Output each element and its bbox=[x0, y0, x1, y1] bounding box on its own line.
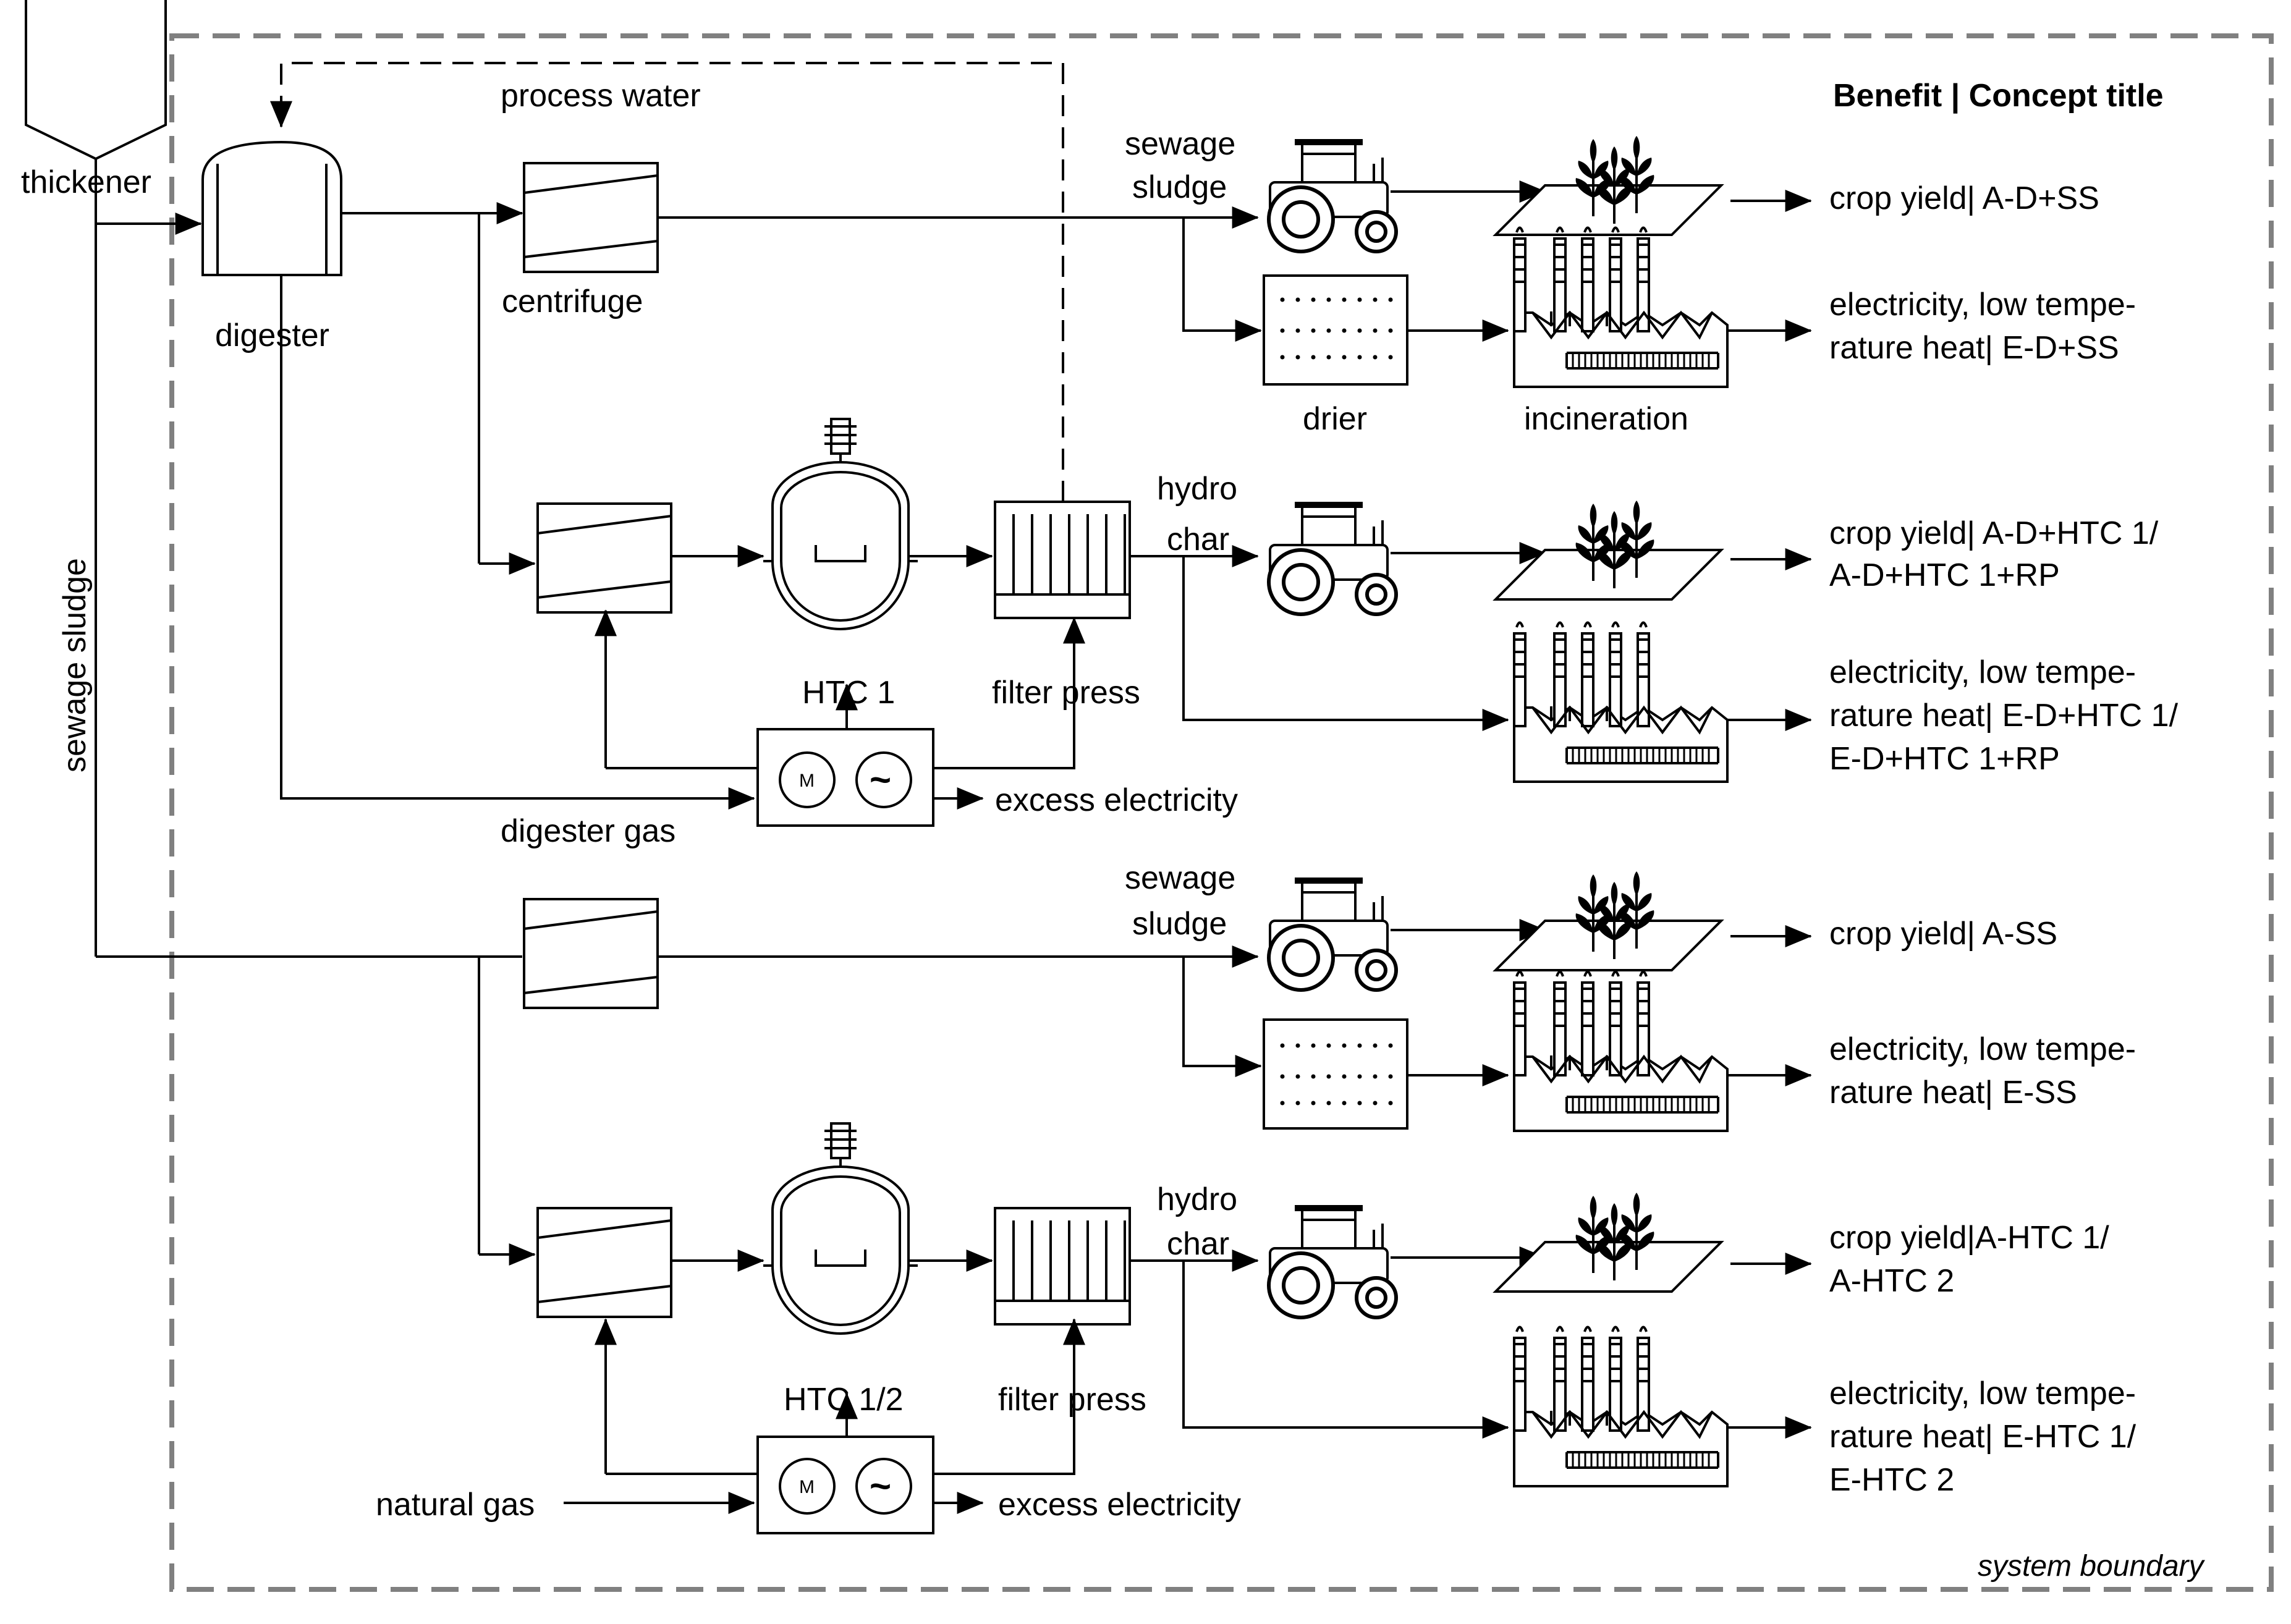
htc-reactor-icon bbox=[762, 418, 919, 630]
sewage-sludge-top-label-2: sludge bbox=[1132, 169, 1227, 205]
outcome-4-line-2: rature heat| E-D+HTC 1/ bbox=[1829, 698, 2179, 734]
centrifuge-label: centrifuge bbox=[502, 284, 643, 319]
process-water-label: process water bbox=[501, 78, 701, 114]
outcome-3-line-1: crop yield| A-D+HTC 1/ bbox=[1829, 515, 2159, 551]
filter-press-bottom-label: filter press bbox=[998, 1382, 1146, 1418]
chp-motor-glyph: M bbox=[799, 1477, 815, 1497]
system-boundary-label: system boundary bbox=[1978, 1550, 2206, 1583]
incineration-plant-icon bbox=[1514, 1327, 1727, 1487]
incineration-plant-icon bbox=[1514, 623, 1727, 782]
htc12-label: HTC 1/2 bbox=[784, 1382, 904, 1418]
hydrochar-top-label-1: hydro bbox=[1157, 471, 1237, 507]
outcome-7: crop yield|A-HTC 1/ A-HTC 2 bbox=[1829, 1220, 2109, 1299]
outcome-8-line-1: electricity, low tempe- bbox=[1829, 1376, 2136, 1411]
incineration-plant-icon bbox=[1514, 228, 1727, 387]
outcome-8-line-2: rature heat| E-HTC 1/ bbox=[1829, 1419, 2136, 1455]
hydrochar-bottom-label-1: hydro bbox=[1157, 1182, 1237, 1217]
tractor-icon bbox=[1269, 1205, 1396, 1317]
outcome-4-line-3: E-D+HTC 1+RP bbox=[1829, 741, 2060, 777]
outcome-7-line-1: crop yield|A-HTC 1/ bbox=[1829, 1220, 2109, 1256]
drier-icon bbox=[1263, 274, 1408, 386]
outcome-6: electricity, low tempe- rature heat| E-S… bbox=[1829, 1031, 2136, 1110]
natural-gas-label: natural gas bbox=[376, 1487, 535, 1523]
outcome-2-line-2: rature heat| E-D+SS bbox=[1829, 330, 2119, 366]
sewage-sludge-top-label-1: sewage bbox=[1125, 126, 1235, 162]
outcome-8-line-3: E-HTC 2 bbox=[1829, 1462, 1954, 1498]
tractor-icon bbox=[1269, 502, 1396, 614]
outcome-1-line-1: crop yield| A-D+SS bbox=[1829, 180, 2099, 216]
chp-generator-glyph: ~ bbox=[870, 759, 891, 800]
excess-electricity-bottom-label: excess electricity bbox=[998, 1487, 1241, 1523]
digester-gas-label: digester gas bbox=[501, 813, 675, 849]
crop-field-icon bbox=[1496, 136, 1721, 235]
hydrochar-bottom-label-2: char bbox=[1167, 1226, 1229, 1262]
filter-press-icon bbox=[994, 501, 1131, 619]
tractor-icon bbox=[1269, 878, 1396, 990]
drier-label: drier bbox=[1303, 401, 1367, 437]
header-title: Benefit | Concept title bbox=[1833, 78, 2164, 114]
chp-motor-glyph: M bbox=[799, 771, 815, 791]
sewage-sludge-mid-label-2: sludge bbox=[1132, 906, 1227, 942]
incineration-label: incineration bbox=[1524, 401, 1688, 437]
chp-unit-icon bbox=[756, 728, 934, 827]
outcome-5-line-1: crop yield| A-SS bbox=[1829, 916, 2057, 952]
outcome-4-line-1: electricity, low tempe- bbox=[1829, 654, 2136, 690]
thickener-label: thickener bbox=[21, 164, 151, 200]
drier-icon bbox=[1263, 1018, 1408, 1130]
centrifuge-icon bbox=[536, 502, 672, 614]
process-water-return-line bbox=[280, 62, 1064, 502]
centrifuge-icon bbox=[523, 898, 659, 1009]
digester-label: digester bbox=[215, 318, 329, 353]
hydrochar-top-label-2: char bbox=[1167, 522, 1229, 557]
centrifuge-icon bbox=[536, 1207, 672, 1318]
outcome-2-line-1: electricity, low tempe- bbox=[1829, 287, 2136, 323]
system-boundary bbox=[169, 33, 2274, 1592]
sewage-sludge-vertical-label: sewage sludge bbox=[57, 558, 93, 772]
outcome-6-line-2: rature heat| E-SS bbox=[1829, 1075, 2077, 1110]
crop-field-icon bbox=[1496, 871, 1721, 970]
outcome-5: crop yield| A-SS bbox=[1829, 916, 2057, 952]
digester bbox=[201, 140, 342, 276]
thickener bbox=[25, 0, 167, 161]
htc1-label: HTC 1 bbox=[802, 675, 895, 711]
outcome-3-line-2: A-D+HTC 1+RP bbox=[1829, 557, 2060, 593]
filter-press-top-label: filter press bbox=[992, 675, 1140, 711]
excess-electricity-top-label: excess electricity bbox=[995, 782, 1238, 818]
outcome-8: electricity, low tempe- rature heat| E-H… bbox=[1829, 1376, 2136, 1498]
outcome-4: electricity, low tempe- rature heat| E-D… bbox=[1829, 654, 2179, 777]
incineration-plant-icon bbox=[1514, 972, 1727, 1131]
outcome-2: electricity, low tempe- rature heat| E-D… bbox=[1829, 287, 2136, 366]
outcome-1: crop yield| A-D+SS bbox=[1829, 180, 2099, 216]
filter-press-icon bbox=[994, 1207, 1131, 1326]
tractor-icon bbox=[1269, 139, 1396, 252]
crop-field-icon bbox=[1496, 1193, 1721, 1292]
centrifuge-icon bbox=[523, 162, 659, 273]
outcome-6-line-1: electricity, low tempe- bbox=[1829, 1031, 2136, 1067]
crop-field-icon bbox=[1496, 501, 1721, 599]
chp-unit-icon bbox=[756, 1436, 934, 1534]
outcome-7-line-2: A-HTC 2 bbox=[1829, 1263, 1954, 1299]
chp-generator-glyph: ~ bbox=[870, 1465, 891, 1507]
outcome-3: crop yield| A-D+HTC 1/ A-D+HTC 1+RP bbox=[1829, 515, 2159, 593]
htc-reactor-icon bbox=[762, 1122, 919, 1335]
sewage-sludge-mid-label-1: sewage bbox=[1125, 860, 1235, 896]
